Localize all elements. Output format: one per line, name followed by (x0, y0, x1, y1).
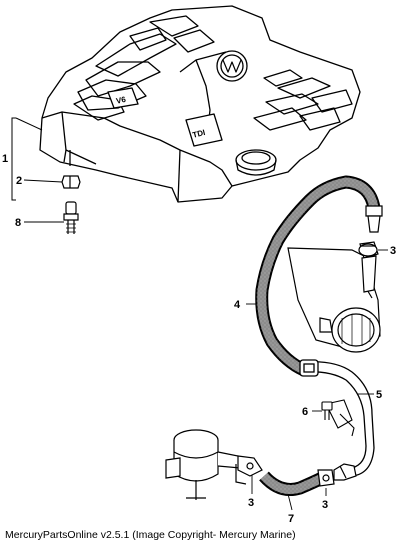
callout-1-bracket (11, 117, 43, 201)
callout-1: 1 (2, 153, 8, 165)
callout-6: 6 (302, 406, 308, 418)
callout-5: 5 (376, 389, 382, 401)
engine-cover (39, 5, 361, 203)
hose-fittings-top (359, 205, 383, 293)
callout-4: 4 (234, 299, 241, 311)
callout-3-right: 3 (322, 499, 328, 511)
clamp-3-right (317, 469, 335, 487)
callout-7: 7 (288, 513, 294, 525)
bolt-6 (321, 401, 333, 420)
hose-7 (259, 471, 325, 496)
hose-4 (255, 175, 381, 376)
stud-part (63, 201, 79, 234)
tdi-badge: TDI (192, 128, 207, 140)
callout-3-top: 3 (390, 245, 396, 257)
callout-2: 2 (16, 175, 22, 187)
breather-tank (287, 247, 381, 353)
clamp-3-left (235, 455, 263, 485)
nut-part (61, 175, 81, 189)
callout-8: 8 (15, 217, 21, 229)
tube-5 (299, 359, 375, 477)
tube-5-lower-connector (333, 463, 357, 481)
clamp-3-top (358, 243, 378, 257)
v6-badge: V6 (115, 95, 127, 106)
oil-separator (165, 429, 241, 500)
copyright-caption: MercuryPartsOnline v2.5.1 (Image Copyrig… (5, 529, 296, 541)
callout-3-left: 3 (248, 497, 254, 509)
